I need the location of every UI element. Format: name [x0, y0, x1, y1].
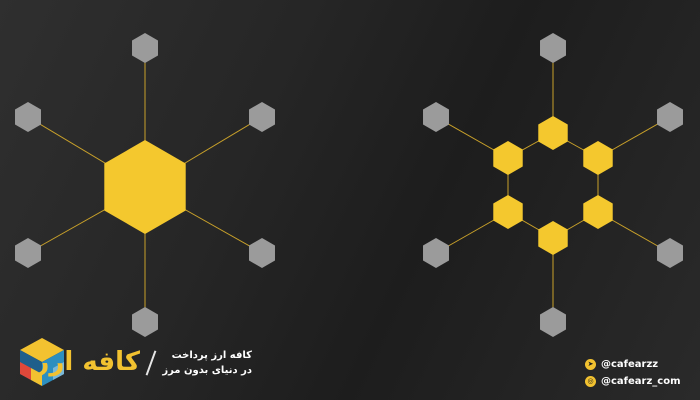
- right-hex-r-top-left: [493, 141, 523, 175]
- right-hex-o-top-right: [657, 102, 683, 132]
- instagram-handle: @cafearz_com: [601, 376, 681, 387]
- nodes-layer: [15, 33, 683, 337]
- cube-logo-icon: [20, 338, 64, 386]
- right-hex-r-bottom-left: [493, 195, 523, 229]
- left-hex-top-right: [249, 102, 275, 132]
- instagram-row[interactable]: ◎ @cafearz_com: [585, 373, 695, 390]
- social-handles: ➤ @cafearzz ◎ @cafearz_com: [585, 356, 695, 390]
- instagram-icon: ◎: [585, 376, 596, 387]
- right-hex-r-bottom-right: [583, 195, 613, 229]
- left-hex-bottom-left: [15, 238, 41, 268]
- right-hex-o-top: [540, 33, 566, 63]
- left-hex-bottom-right: [249, 238, 275, 268]
- right-hex-o-bottom-left: [423, 238, 449, 268]
- telegram-row[interactable]: ➤ @cafearzz: [585, 356, 695, 373]
- left-hex-top: [132, 33, 158, 63]
- right-hex-r-top-right: [583, 141, 613, 175]
- right-hex-r-top: [538, 116, 568, 150]
- telegram-icon: ➤: [585, 359, 596, 370]
- right-hex-o-bottom: [540, 307, 566, 337]
- tagline-line1: کافه ارز پرداخت: [171, 350, 252, 361]
- right-hex-r-bottom: [538, 221, 568, 255]
- left-hex-bottom: [132, 307, 158, 337]
- telegram-handle: @cafearzz: [601, 359, 659, 370]
- left-hex-central: [104, 140, 186, 234]
- right-hex-o-top-left: [423, 102, 449, 132]
- right-hex-o-bottom-right: [657, 238, 683, 268]
- tagline: کافه ارز پرداخت در دنیای بدون مرز: [160, 348, 252, 378]
- left-hex-top-left: [15, 102, 41, 132]
- brand-name: کافه ارز: [34, 347, 140, 377]
- tagline-line2: در دنیای بدون مرز: [162, 365, 252, 376]
